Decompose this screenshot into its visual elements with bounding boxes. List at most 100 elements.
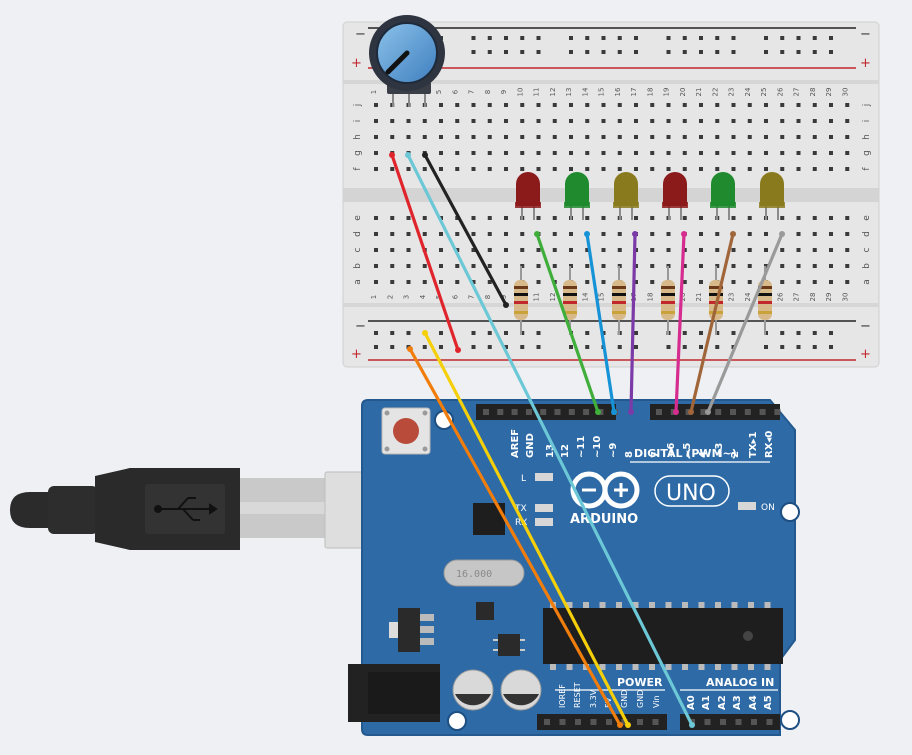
breadboard-hole: [520, 232, 525, 236]
breadboard-hole: [374, 280, 378, 284]
breadboard-hole: [601, 167, 606, 171]
led: [662, 172, 688, 220]
breadboard-hole: [845, 248, 850, 252]
breadboard-hole: [796, 50, 801, 54]
breadboard-hole: [715, 151, 720, 155]
gray-wire[interactable]: [705, 231, 785, 415]
breadboard-hole: [699, 232, 703, 236]
breadboard-hole: [520, 345, 525, 349]
breadboard-hole: [471, 232, 476, 236]
breadboard-hole: [504, 135, 508, 139]
breadboard-hole: [634, 50, 638, 54]
jumper-wires: [389, 152, 785, 728]
breadboard-hole: [764, 50, 768, 54]
crystal-label: 16.000: [456, 569, 492, 580]
yellow-wire[interactable]: [422, 330, 631, 728]
red-wire[interactable]: [389, 152, 461, 353]
breadboard-hole: [439, 167, 443, 171]
breadboard-hole: [780, 119, 785, 123]
breadboard-hole: [634, 151, 638, 155]
column-number-label: 1: [370, 295, 378, 299]
rail-minus-label: −: [355, 27, 366, 42]
breadboard-hole: [585, 345, 590, 349]
cyan-wire[interactable]: [405, 152, 695, 728]
analog-pin-label: A4: [748, 695, 759, 710]
brown-wire[interactable]: [688, 231, 736, 415]
breadboard-hole: [536, 50, 541, 54]
potentiometer[interactable]: [369, 15, 445, 107]
header-pin: [575, 719, 581, 725]
breadboard-hole: [439, 232, 443, 236]
breadboard-hole: [569, 119, 573, 123]
column-number-label: 11: [533, 293, 541, 302]
breadboard-hole: [552, 216, 557, 220]
breadboard-hole: [764, 151, 768, 155]
row-letter-label: e: [353, 215, 363, 221]
header-pin: [540, 409, 547, 415]
rx-led: [535, 518, 553, 526]
row-letter-label: c: [862, 247, 872, 252]
breadboard-hole: [569, 232, 573, 236]
breadboard-hole: [471, 119, 476, 123]
analog-label: ANALOG IN: [706, 676, 774, 689]
black-wire[interactable]: [422, 152, 509, 308]
header-pin: [652, 719, 659, 725]
breadboard-hole: [812, 135, 817, 139]
reset-button[interactable]: [393, 418, 419, 444]
column-number-label: 21: [695, 88, 703, 97]
breadboard-hole: [845, 151, 850, 155]
breadboard-hole: [796, 151, 801, 155]
breadboard-hole: [585, 216, 590, 220]
breadboard-hole: [650, 232, 655, 236]
led: [759, 172, 785, 220]
breadboard-hole: [829, 216, 833, 220]
column-number-label: 14: [581, 87, 589, 96]
blue-wire[interactable]: [584, 231, 617, 415]
breadboard-hole: [422, 280, 427, 284]
green-wire[interactable]: [534, 231, 601, 415]
breadboard-hole: [552, 151, 557, 155]
breadboard-hole: [601, 103, 606, 107]
breadboard-hole: [829, 103, 833, 107]
purple-wire[interactable]: [628, 231, 638, 415]
breadboard-hole: [520, 264, 525, 268]
column-number-label: 7: [468, 295, 476, 299]
breadboard-hole: [747, 135, 752, 139]
breadboard-hole: [715, 50, 720, 54]
rail-plus-label: +: [860, 347, 871, 362]
breadboard-hole: [699, 103, 703, 107]
row-letter-label: f: [862, 167, 872, 171]
breadboard-hole: [455, 232, 460, 236]
column-number-label: 29: [825, 293, 833, 302]
on-led: [738, 502, 756, 510]
breadboard-hole: [747, 232, 752, 236]
breadboard-hole: [601, 119, 606, 123]
header-pin: [554, 409, 561, 415]
breadboard-hole: [715, 345, 720, 349]
magenta-wire[interactable]: [673, 231, 687, 415]
breadboard-hole: [845, 119, 850, 123]
breadboard-hole: [455, 119, 460, 123]
header-pin: [568, 409, 575, 415]
row-letter-label: d: [353, 231, 363, 237]
breadboard-hole: [552, 167, 557, 171]
breadboard-hole: [439, 280, 443, 284]
header-pin: [583, 409, 590, 415]
breadboard-hole: [487, 248, 492, 252]
orange-wire[interactable]: [407, 346, 623, 728]
breadboard-hole: [520, 167, 525, 171]
breadboard-hole: [455, 135, 460, 139]
breadboard-hole: [764, 248, 768, 252]
column-number-label: 28: [809, 88, 817, 97]
breadboard-hole: [422, 345, 427, 349]
breadboard-hole: [536, 331, 541, 335]
breadboard-hole: [699, 36, 703, 40]
breadboard-hole: [471, 36, 476, 40]
breadboard-hole: [699, 331, 703, 335]
breadboard-hole: [796, 280, 801, 284]
breadboard-hole: [390, 345, 395, 349]
column-number-label: 8: [484, 90, 492, 94]
breadboard-hole: [780, 280, 785, 284]
breadboard-hole: [504, 248, 508, 252]
